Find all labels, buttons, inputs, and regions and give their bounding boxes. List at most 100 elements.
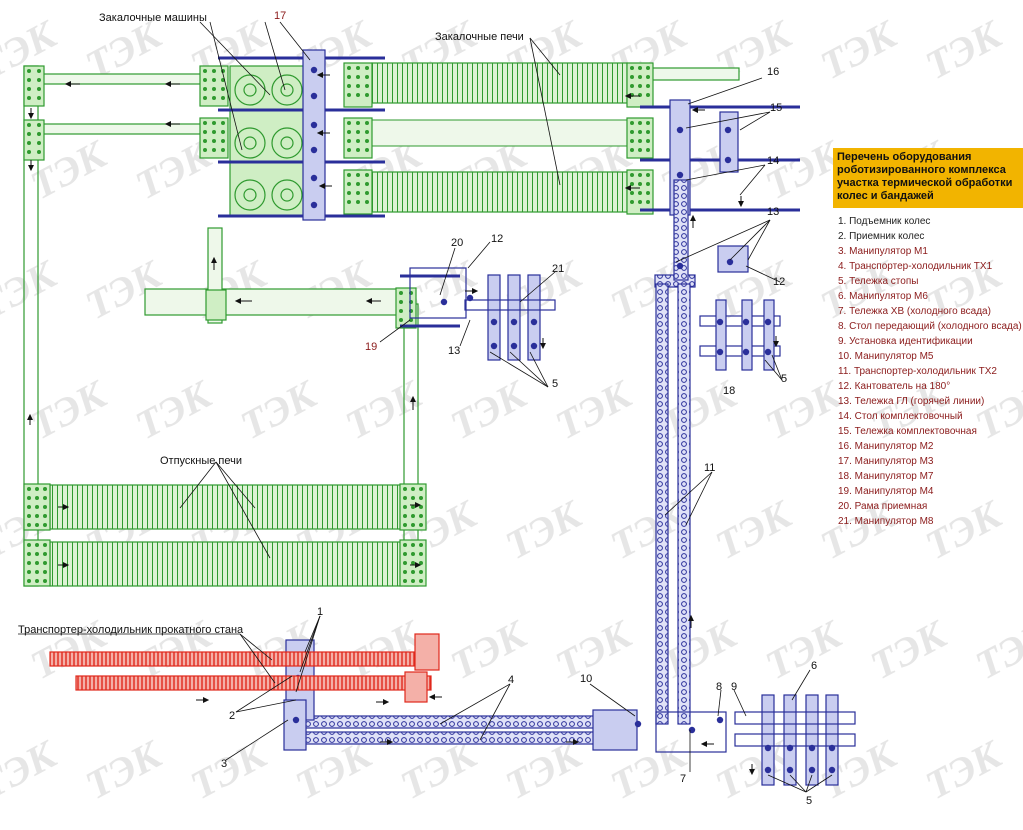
roller-dot (409, 318, 413, 322)
blue-wheel (688, 726, 696, 734)
callout-3: 3 (221, 758, 228, 770)
roller-dot (630, 173, 634, 177)
blue-wheel (726, 258, 734, 266)
watermark-text: ТЭК (918, 731, 1010, 808)
roller-dot (638, 139, 642, 143)
roller-dot (365, 84, 369, 88)
blue-wheel (764, 744, 772, 752)
roller-dot (27, 552, 31, 556)
blue-wheel (716, 318, 724, 326)
blue-wheel (310, 146, 318, 154)
roller-dot (630, 148, 634, 152)
roller-dot (37, 69, 41, 73)
flow-arrow-head (624, 93, 632, 99)
roller-dot (27, 523, 31, 527)
roller-dot (203, 87, 207, 91)
roller-dot (203, 148, 207, 152)
legend-item: 14. Стол комплектовочный (838, 411, 963, 422)
blue-wheel (292, 716, 300, 724)
flow-arrow-head (234, 298, 242, 304)
blue-wheel (510, 318, 518, 326)
roller-dot (27, 150, 31, 154)
quench-wheel-hub (243, 188, 257, 202)
watermark-text: ТЭК (968, 611, 1023, 688)
roller-dot (403, 496, 407, 500)
roller-dot (212, 96, 216, 100)
roller-dot (365, 182, 369, 186)
blue-wheel (716, 716, 724, 724)
quench-wheel-hub (280, 136, 294, 150)
roller-dot (638, 191, 642, 195)
watermark-text: ТЭК (128, 371, 220, 448)
callout-13: 13 (448, 345, 461, 357)
flow-arrow-head (773, 340, 779, 348)
roller-dot (27, 78, 31, 82)
roller-dot (37, 123, 41, 127)
roller-dot (365, 139, 369, 143)
flow-arrow-head (318, 183, 326, 189)
flow-arrow-head (738, 200, 744, 208)
flow-arrow-head (414, 502, 422, 508)
roller-dot (347, 139, 351, 143)
roller-dot (27, 123, 31, 127)
roller-dot (221, 121, 225, 125)
roller-dot (347, 93, 351, 97)
flow-arrow-head (688, 614, 694, 622)
roller-dot (347, 75, 351, 79)
roller-dot (35, 552, 39, 556)
watermark-text: ТЭК (548, 611, 640, 688)
blue-wheel (764, 766, 772, 774)
watermark-text: ТЭК (758, 371, 850, 448)
roller-dot (203, 139, 207, 143)
roller-dot (43, 514, 47, 518)
callout-14: 14 (767, 155, 780, 167)
roller-dot (646, 75, 650, 79)
flow-arrow-head (382, 699, 390, 705)
roller-dot (411, 514, 415, 518)
blue-wheel (724, 126, 732, 134)
roller-dot (638, 173, 642, 177)
roller-dot (27, 570, 31, 574)
roller-dot (347, 121, 351, 125)
flow-arrow-head (27, 413, 33, 421)
roller-dot (356, 66, 360, 70)
roller-dot (356, 148, 360, 152)
roller-dot (27, 561, 31, 565)
blue-wheel (828, 766, 836, 774)
roller-dot (35, 523, 39, 527)
quench-wheel (234, 179, 266, 211)
flow-arrow-head (700, 741, 708, 747)
callout-2: 2 (229, 710, 236, 722)
roller-dot (419, 543, 423, 547)
roller-dot (411, 505, 415, 509)
callout-4: 4 (508, 674, 515, 686)
roller-dot (411, 496, 415, 500)
roller-dot (638, 182, 642, 186)
roller-dot (365, 191, 369, 195)
roller-dot (630, 191, 634, 195)
flow-arrow-head (471, 288, 479, 294)
watermark-text: ТЭК (0, 731, 65, 808)
roller-dot (356, 191, 360, 195)
blue-wheel (786, 744, 794, 752)
roller-dot (203, 78, 207, 82)
legend-item: 4. Транспортер-холодильник ТХ1 (838, 261, 993, 272)
roller-dot (403, 487, 407, 491)
legend-item: 2. Приемник колес (838, 231, 925, 242)
legend-item: 21. Манипулятор М8 (838, 516, 934, 527)
roller-dot (630, 121, 634, 125)
roller-dot (356, 84, 360, 88)
quench-wheel-hub (280, 83, 294, 97)
roller-dot (35, 505, 39, 509)
callout-5-right: 5 (781, 373, 788, 385)
legend-item: 13. Тележка ГЛ (горячей линии) (838, 396, 985, 407)
roller-dot (347, 173, 351, 177)
roller-dot (27, 96, 31, 100)
roller-dot (365, 173, 369, 177)
roller-dot (43, 570, 47, 574)
legend-item: 18. Манипулятор М7 (838, 471, 934, 482)
roller-dot (365, 200, 369, 204)
roller-dot (37, 96, 41, 100)
callout-13-right: 13 (767, 206, 780, 218)
flow-arrow-head (211, 256, 217, 264)
